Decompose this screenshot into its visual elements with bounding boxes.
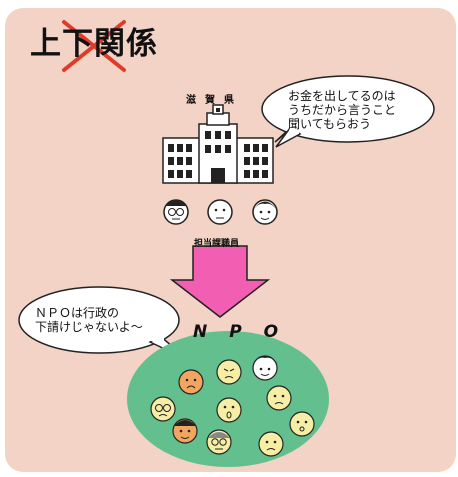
npo-face-10 — [289, 411, 315, 437]
government-bubble-text: お金を出してるのは うちだから言うこと 聞いてもらおう — [288, 89, 397, 131]
npo-face-3 — [252, 355, 278, 381]
npo-face-2 — [216, 359, 242, 385]
page-title: 上下関係 — [30, 26, 158, 62]
staff-face-middle — [207, 199, 233, 225]
down-arrow — [169, 245, 271, 318]
staff-face-left — [163, 199, 189, 225]
npo-face-9 — [258, 431, 284, 457]
staff-label: 担当課職員 — [194, 239, 240, 249]
npo-face-6 — [216, 397, 242, 423]
npo-bubble-text: ＮＰＯは行政の 下請けじゃないよ～ — [35, 306, 143, 334]
npo-face-1 — [178, 369, 204, 395]
government-speech-bubble — [261, 75, 435, 148]
npo-face-8 — [206, 429, 232, 455]
npo-face-5 — [266, 385, 292, 411]
prefecture-building — [162, 104, 274, 184]
cross-mark — [62, 20, 126, 72]
npo-face-7 — [172, 418, 198, 444]
prefecture-label: 滋賀県 — [186, 95, 243, 106]
npo-label: NPO — [193, 322, 301, 342]
staff-face-right — [252, 199, 278, 225]
npo-face-4 — [150, 396, 176, 422]
